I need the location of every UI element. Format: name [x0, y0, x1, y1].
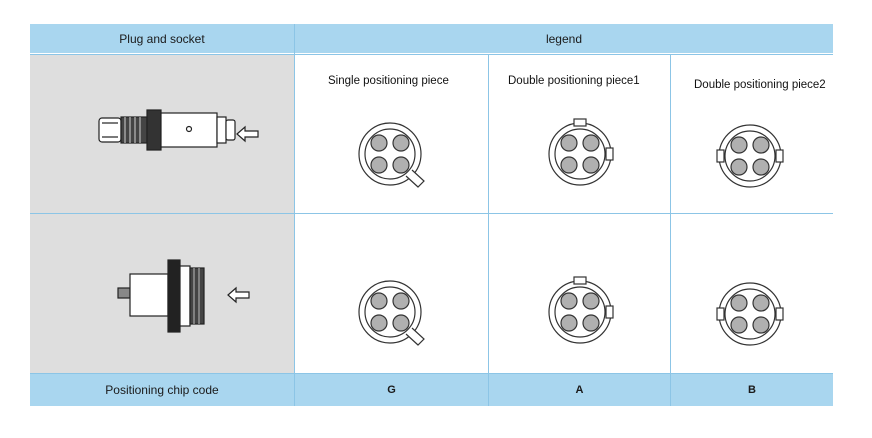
- col-title-double1: Double positioning piece1: [508, 75, 640, 87]
- code-a: A: [575, 384, 584, 396]
- code-g: G: [387, 384, 396, 396]
- connector-face-single-socket: [358, 280, 425, 346]
- connector-face-single-plug: [358, 122, 425, 188]
- header-plug-socket: Plug and socket: [30, 24, 294, 53]
- code-cell-b: B: [671, 374, 833, 406]
- grid-line: [30, 373, 833, 374]
- code-cell-a: A: [489, 374, 670, 406]
- arrow-left-icon: [236, 125, 259, 143]
- col-title-double2: Double positioning piece2: [694, 79, 826, 91]
- grid-line: [30, 213, 833, 214]
- grid-line: [294, 24, 295, 406]
- footer-label-cell: Positioning chip code: [30, 374, 294, 406]
- code-cell-g: G: [295, 374, 488, 406]
- grid-line: [488, 54, 489, 406]
- socket-connector-icon: [117, 259, 205, 333]
- connector-face-double1-socket: [548, 276, 614, 344]
- header-legend: legend: [295, 24, 833, 53]
- connector-face-double2-plug: [716, 124, 784, 188]
- col-title-single: Single positioning piece: [328, 75, 449, 87]
- header-legend-label: legend: [545, 31, 583, 46]
- footer-label: Positioning chip code: [105, 383, 219, 397]
- grid-line: [670, 54, 671, 406]
- code-b: B: [748, 384, 756, 396]
- grid-line: [30, 54, 833, 55]
- connector-face-double1-plug: [548, 118, 614, 186]
- positioning-table: Plug and socket legend Positioning chip …: [30, 24, 833, 406]
- header-plug-socket-label: Plug and socket: [119, 31, 205, 46]
- plug-connector-icon: [98, 109, 236, 151]
- connector-face-double2-socket: [716, 282, 784, 346]
- arrow-left-icon: [227, 286, 250, 304]
